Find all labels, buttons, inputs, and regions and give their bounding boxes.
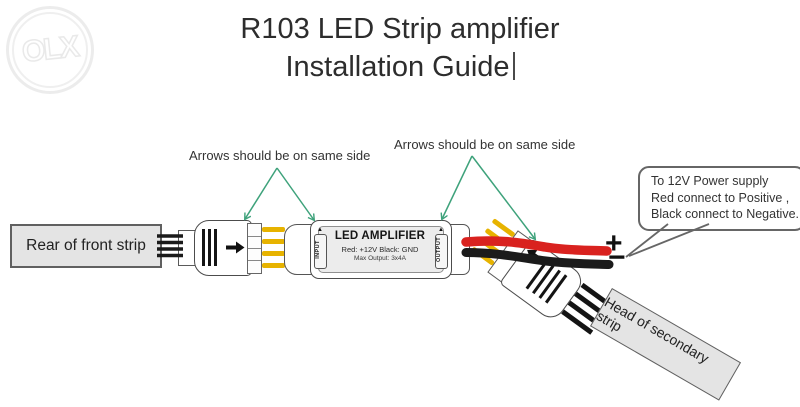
led-amplifier: ▲ INPUT ▲ OUTPUT LED AMPLIFIER Red: +12V… — [284, 220, 474, 280]
input-arrow-icon: ▲ — [317, 227, 323, 233]
callout-line-2: Red connect to Positive , — [651, 190, 790, 205]
connector-pin — [262, 227, 285, 232]
title-line-1: R103 LED Strip amplifier — [240, 13, 560, 45]
output-label-frame — [435, 234, 448, 269]
input-connector-socket — [247, 223, 262, 274]
secondary-strip-label-box: Head of secondary strip — [590, 288, 742, 401]
input-connector — [178, 218, 288, 278]
callout-line-3: Black connect to Negative. — [651, 207, 799, 221]
secondary-strip-label: Head of secondary strip — [593, 293, 712, 367]
plus-polarity-sign: + — [605, 227, 623, 260]
connector-pin — [262, 251, 285, 256]
amplifier-input-port: ▲ INPUT — [313, 227, 327, 269]
amplifier-output-port: ▲ OUTPUT — [434, 227, 448, 269]
amplifier-faceplate — [318, 226, 444, 273]
connector-rib — [214, 229, 217, 266]
note-arrows-same-side-left: Arrows should be on same side — [189, 148, 371, 163]
amplifier-title: LED AMPLIFIER — [334, 230, 426, 242]
input-label-frame — [314, 234, 327, 269]
socket-slot-divider — [248, 260, 261, 261]
minus-polarity-sign: − — [608, 241, 626, 274]
olx-logo-ring — [12, 12, 88, 88]
callout-line-1: To 12V Power supply — [651, 174, 769, 188]
power-supply-callout: To 12V Power supply Red connect to Posit… — [638, 166, 800, 231]
socket-slot-divider — [248, 236, 261, 237]
connector-pin — [262, 263, 285, 268]
title-line-2: Installation Guide — [0, 48, 800, 86]
amplifier-wiring-text: Red: +12V Black: GND — [341, 245, 419, 254]
olx-watermark-logo: OLX — [6, 6, 94, 94]
note-arrows-same-side-right: Arrows should be on same side — [394, 137, 576, 152]
front-strip-label: Rear of front strip — [26, 237, 146, 254]
direction-arrow-icon — [226, 241, 245, 254]
input-label: INPUT — [315, 240, 321, 259]
output-arrow-icon: ▲ — [438, 227, 444, 233]
text-cursor — [512, 52, 515, 80]
output-label: OUTPUT — [436, 237, 442, 263]
front-strip-label-box: Rear of front strip — [10, 224, 162, 268]
socket-slot-divider — [248, 248, 261, 249]
connector-rib — [208, 229, 211, 266]
connector-rib — [202, 229, 205, 266]
page-title: R103 LED Strip amplifier Installation Gu… — [0, 10, 800, 86]
amplifier-max-output-text: Max Output: 3x4A — [353, 255, 407, 262]
connector-pin — [262, 239, 285, 244]
